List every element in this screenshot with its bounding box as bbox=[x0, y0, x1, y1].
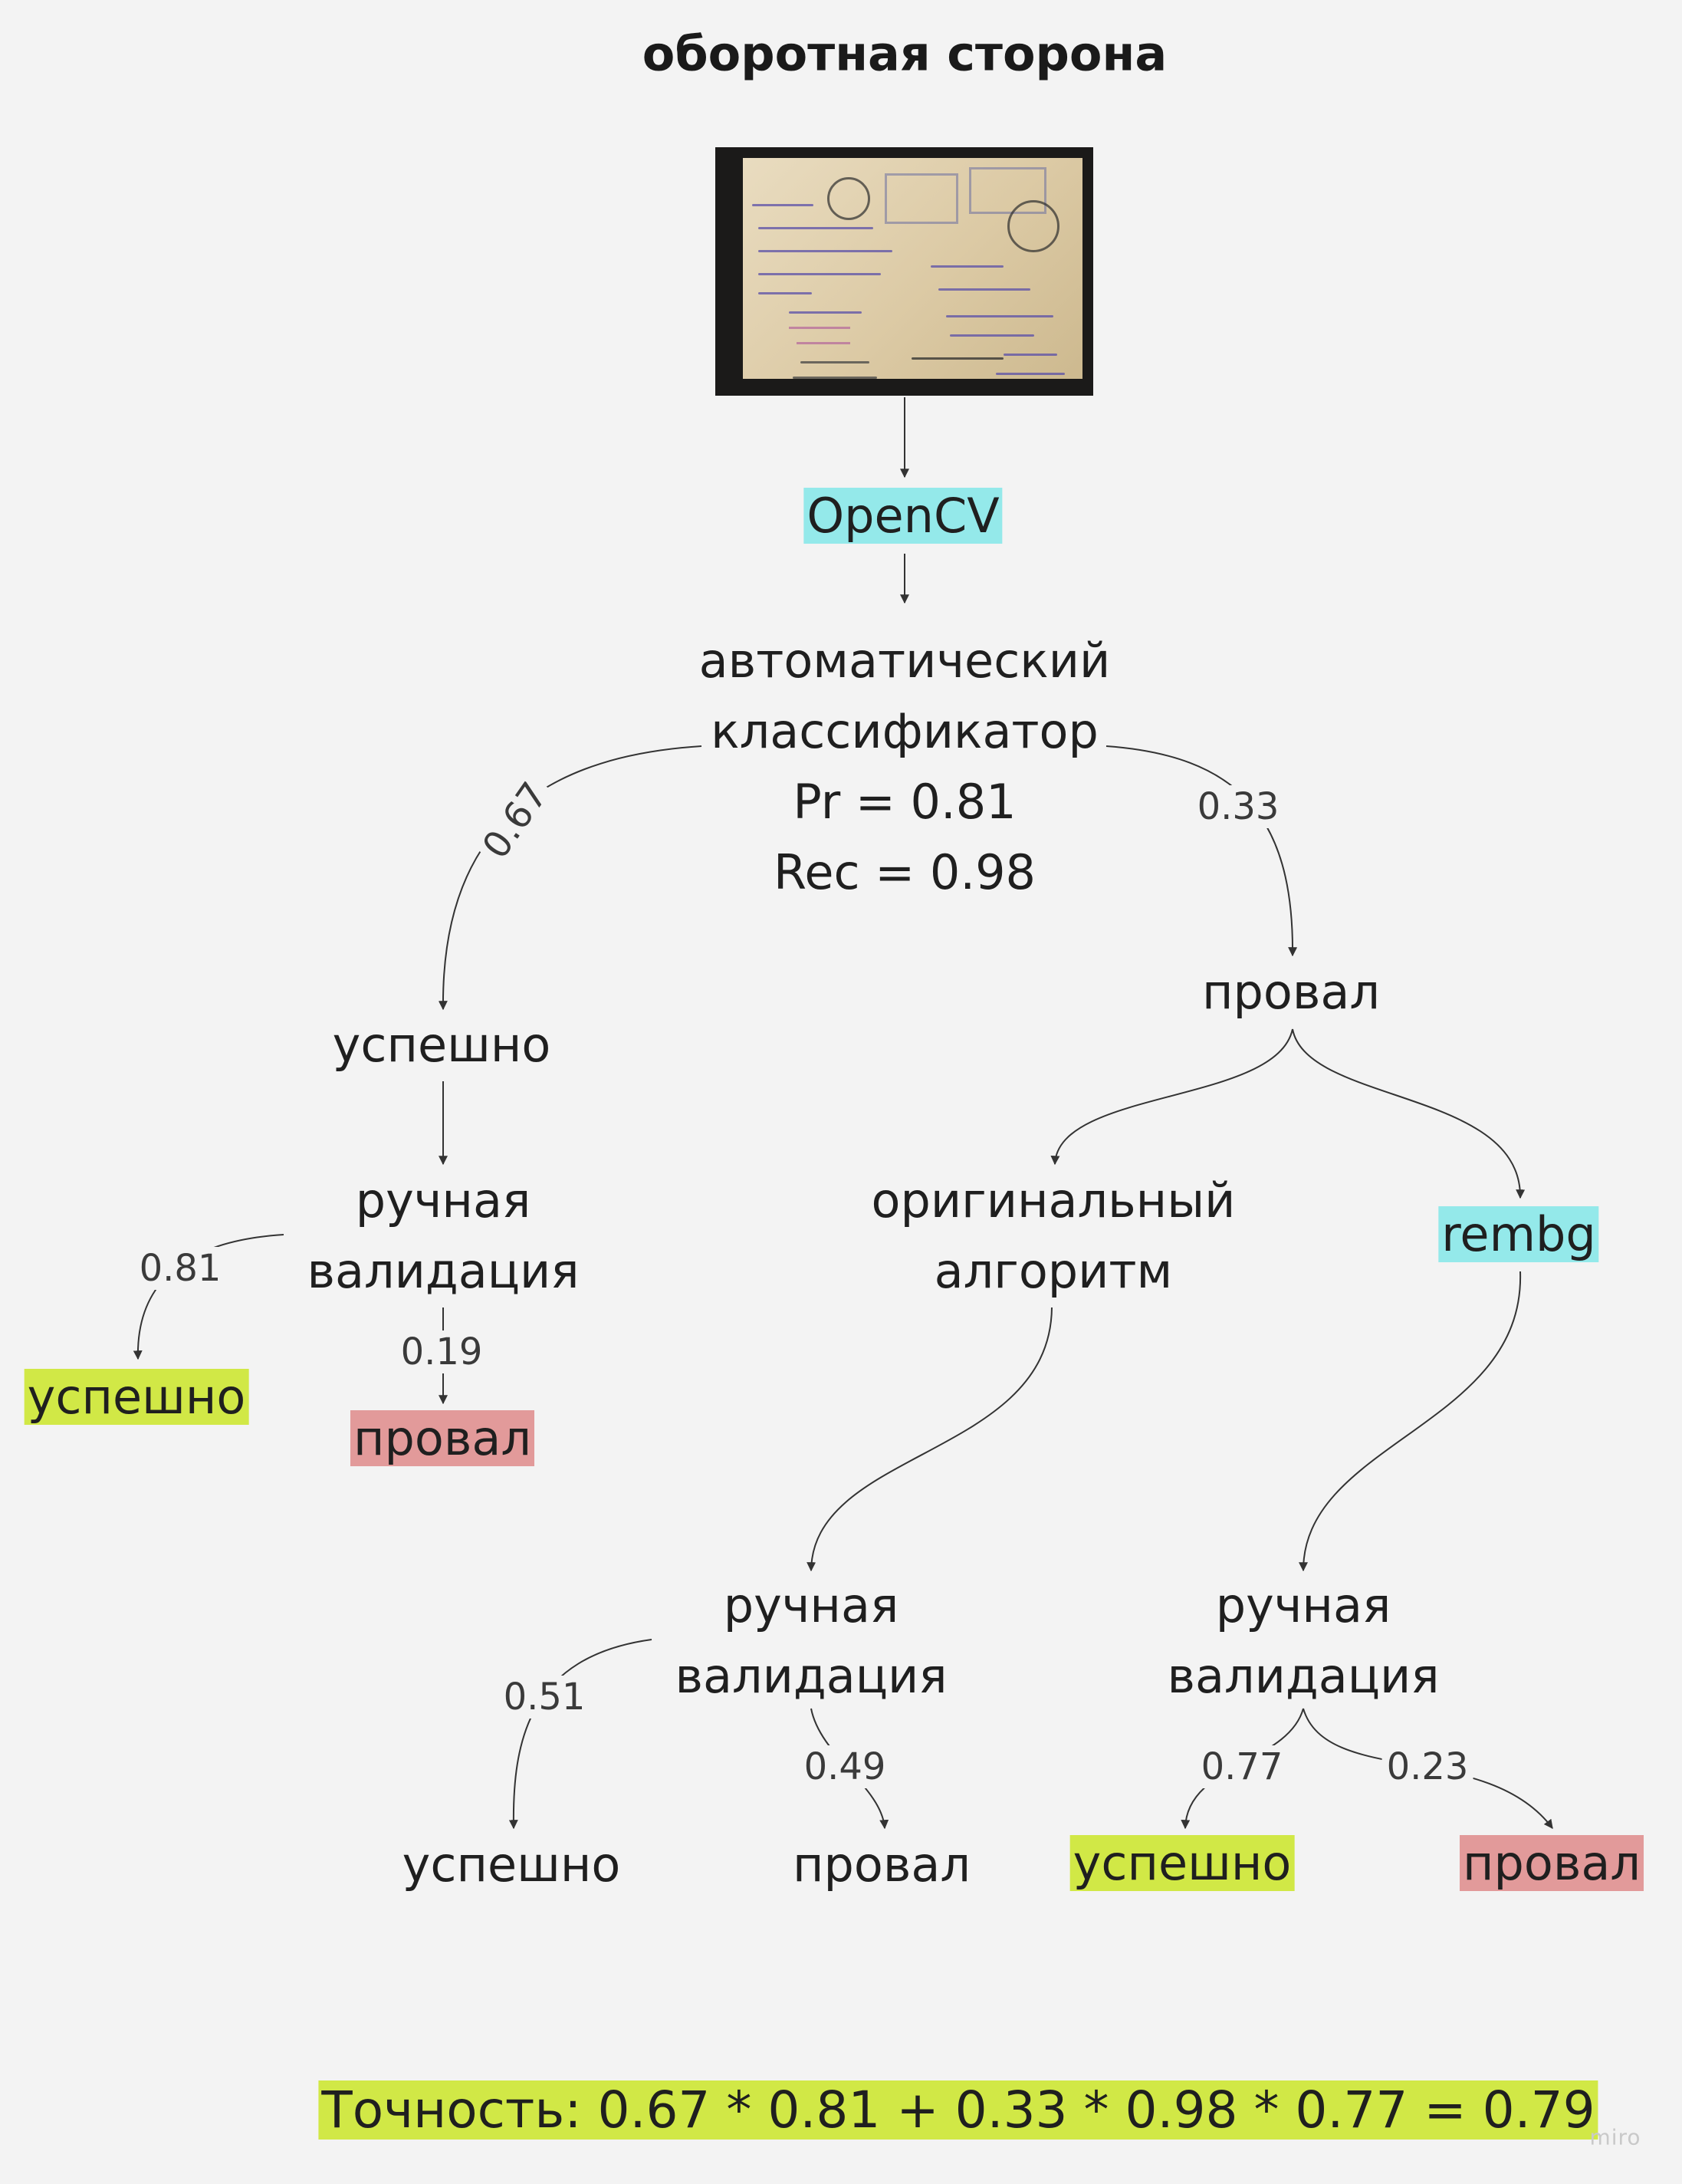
opencv-node: OpenCV bbox=[803, 481, 1003, 551]
fail-right-final-node: провал bbox=[1460, 1828, 1644, 1899]
manual-validation-mid-label-1: ручная bbox=[723, 1577, 899, 1633]
prob-067: 0.67 bbox=[471, 771, 560, 870]
fail-right-node: провал bbox=[1202, 964, 1380, 1020]
prob-033: 0.33 bbox=[1192, 785, 1284, 828]
prob-049: 0.49 bbox=[799, 1745, 891, 1788]
edge-classifier-success bbox=[438, 745, 702, 1011]
fail-mid-final-node: провал bbox=[793, 1837, 971, 1893]
edge-original-manual bbox=[807, 1307, 1053, 1572]
rembg-node: rembg bbox=[1438, 1199, 1599, 1270]
success-left-final-label: успешно bbox=[24, 1369, 249, 1425]
manual-validation-left-label-1: ручная bbox=[355, 1173, 531, 1228]
fail-left-final-label: провал bbox=[350, 1410, 534, 1466]
classifier-node: автоматический классификатор Pr = 0.81 R… bbox=[699, 626, 1111, 908]
manual-validation-left-label-2: валидация bbox=[307, 1243, 580, 1299]
classifier-recall: Rec = 0.98 bbox=[774, 844, 1036, 900]
original-algorithm-label-2: алгоритм bbox=[934, 1243, 1173, 1299]
manual-validation-right-label-2: валидация bbox=[1167, 1648, 1440, 1704]
edge-rembg-manual bbox=[1299, 1271, 1522, 1572]
edge-fail-rembg bbox=[1292, 1028, 1526, 1199]
original-algorithm-node: оригинальный алгоритм bbox=[872, 1166, 1236, 1307]
success-right-final-node: успешно bbox=[1069, 1828, 1295, 1899]
success-mid-final-node: успешно bbox=[402, 1837, 621, 1893]
success-left-node: успешно bbox=[332, 1017, 551, 1073]
prob-023: 0.23 bbox=[1381, 1745, 1473, 1788]
classifier-label-2: классификатор bbox=[711, 703, 1099, 759]
opencv-label: OpenCV bbox=[803, 488, 1003, 544]
edge-fail-original bbox=[1050, 1028, 1293, 1166]
diagram-title: оборотная сторона bbox=[642, 25, 1168, 82]
prob-081: 0.81 bbox=[134, 1247, 226, 1290]
classifier-label-1: автоматический bbox=[698, 633, 1111, 689]
accuracy-formula-text: Точность: 0.67 * 0.81 + 0.33 * 0.98 * 0.… bbox=[318, 2080, 1598, 2140]
postcard-icon bbox=[743, 158, 1082, 379]
fail-left-final-node: провал bbox=[350, 1403, 534, 1474]
manual-validation-mid-label-2: валидация bbox=[675, 1648, 948, 1704]
prob-077: 0.77 bbox=[1196, 1745, 1288, 1788]
accuracy-formula: Точность: 0.67 * 0.81 + 0.33 * 0.98 * 0.… bbox=[318, 2075, 1598, 2146]
manual-validation-right-label-1: ручная bbox=[1215, 1577, 1391, 1633]
manual-validation-right-node: ручная валидация bbox=[1167, 1571, 1439, 1712]
classifier-precision: Pr = 0.81 bbox=[793, 774, 1017, 830]
original-algorithm-label-1: оригинальный bbox=[871, 1173, 1236, 1228]
prob-051: 0.51 bbox=[498, 1676, 590, 1719]
edge-classifier-fail bbox=[1105, 745, 1298, 957]
rembg-label: rembg bbox=[1438, 1206, 1599, 1262]
manual-validation-mid-node: ручная валидация bbox=[675, 1571, 947, 1712]
fail-right-final-label: провал bbox=[1460, 1835, 1644, 1891]
success-left-final-node: успешно bbox=[24, 1362, 249, 1432]
miro-watermark: miro bbox=[1589, 2124, 1641, 2150]
prob-019: 0.19 bbox=[396, 1330, 488, 1373]
success-right-final-label: успешно bbox=[1069, 1835, 1295, 1891]
postcard-back-photo bbox=[715, 147, 1093, 396]
manual-validation-left-node: ручная валидация bbox=[307, 1166, 579, 1307]
edge-mid-manual-success bbox=[508, 1639, 652, 1830]
